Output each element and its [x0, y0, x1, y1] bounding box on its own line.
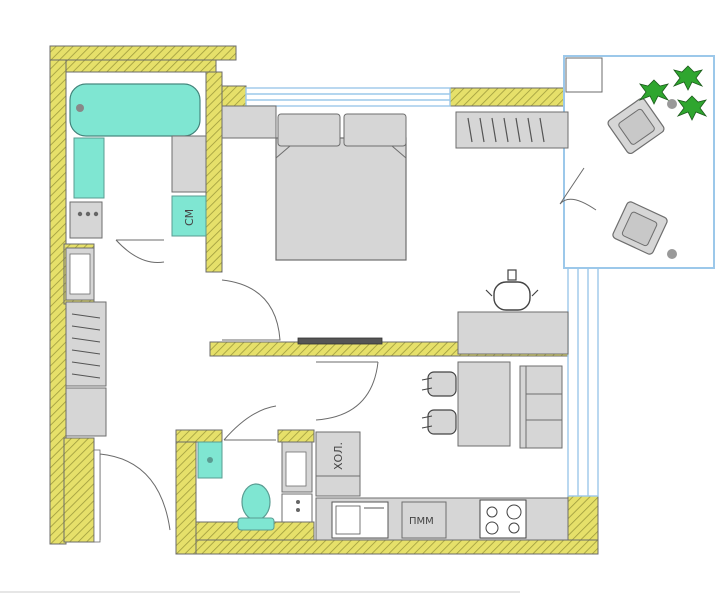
- bath2-shelf: [281, 493, 313, 523]
- bedroom: [221, 105, 569, 355]
- pillow-icon: [277, 113, 341, 147]
- burner-icon: [508, 522, 520, 534]
- dishwasher-label: ПММ: [409, 516, 434, 527]
- corridor: [65, 247, 171, 543]
- wall-south: [175, 539, 599, 555]
- burner-icon: [486, 506, 498, 518]
- wall-bath2-east: [277, 429, 315, 443]
- faucet-icon: [76, 104, 84, 112]
- kitchen: ХОЛ. ПММ: [315, 361, 569, 541]
- bathtub-edge: [69, 83, 201, 137]
- burner-icon: [485, 521, 499, 535]
- sink-bath: [69, 201, 103, 239]
- bar-stool: [421, 409, 457, 435]
- desk-chair: [485, 269, 539, 311]
- bathroom: СМ: [69, 83, 207, 264]
- washer-label: СМ: [183, 209, 196, 226]
- burner-icon: [506, 504, 522, 520]
- desk: [457, 311, 569, 355]
- bathroom-2-door: [223, 405, 277, 441]
- pillow-icon: [343, 113, 407, 147]
- bathroom-door: [115, 239, 165, 264]
- wall-north-bath-inner: [65, 59, 217, 73]
- washing-machine: [171, 195, 207, 237]
- bathtub: [69, 83, 201, 137]
- toilet: [237, 483, 275, 531]
- balcony-chair: [612, 201, 668, 255]
- wardrobe-corridor: [65, 301, 107, 387]
- entrance-door: [99, 453, 171, 540]
- wardrobe-bedroom: [455, 111, 569, 149]
- balcony: [559, 55, 715, 269]
- wall-north-stub: [221, 85, 247, 107]
- wall-north-bath: [49, 45, 237, 61]
- bedroom-closet: [221, 105, 277, 139]
- balcony-table: [667, 99, 677, 109]
- shower-panel: [73, 137, 105, 199]
- sofa: [519, 365, 563, 449]
- fridge-label: ХОЛ.: [332, 442, 345, 470]
- window-bedroom: [245, 87, 451, 107]
- stove: [479, 499, 527, 539]
- wall-bath2-west: [175, 429, 197, 555]
- bench: [65, 387, 107, 437]
- plant-icon: [638, 65, 708, 121]
- wall-bath-east: [205, 71, 223, 273]
- wall-bath2-north: [175, 429, 223, 443]
- washer-cabinet: [171, 135, 207, 193]
- bed: [275, 137, 407, 261]
- bedroom-door: [221, 279, 281, 341]
- balcony-table: [667, 249, 677, 259]
- balcony-door: [559, 167, 597, 211]
- bar-stool: [421, 371, 457, 397]
- tv: [297, 337, 383, 345]
- fridge: [315, 431, 361, 497]
- wall-southwest: [63, 437, 95, 543]
- bathroom-2: [197, 405, 313, 531]
- dining-table: [457, 361, 511, 447]
- balcony-chair: [607, 97, 665, 155]
- kitchen-door: [315, 361, 379, 421]
